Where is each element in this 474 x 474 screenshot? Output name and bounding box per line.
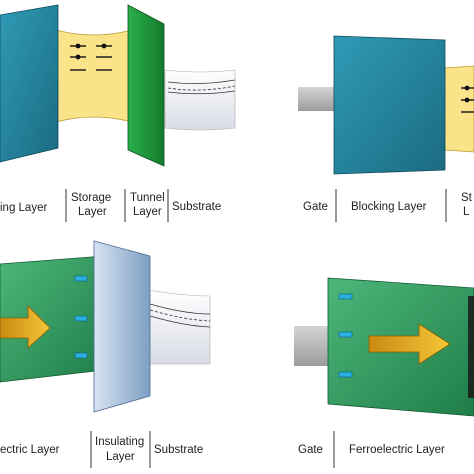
label-insulating-layer-2: Layer xyxy=(106,451,135,463)
panel-bottom-right: Gate Ferroelectric Layer xyxy=(294,277,474,468)
label-ferroelectric-layer: ectric Layer xyxy=(0,444,60,456)
substrate-block xyxy=(147,289,211,365)
label-insulating-layer-1: Insulating xyxy=(95,436,144,448)
storage-layer-block xyxy=(444,65,474,153)
label-substrate: Substrate xyxy=(172,201,221,213)
storage-layer-block xyxy=(55,29,133,123)
panel-top-left: ing Layer Storage Layer Tunnel Layer Sub… xyxy=(0,4,236,222)
label-storage-layer-1: Storage xyxy=(71,192,111,204)
insulating-layer-block xyxy=(93,240,151,413)
trapped-charge-icon xyxy=(461,85,474,113)
gate-block xyxy=(294,326,332,366)
edge-marker xyxy=(468,296,474,398)
panel-bottom-left: ectric Layer Insulating Layer Substrate xyxy=(0,240,211,468)
blocking-layer-block xyxy=(333,35,446,175)
tunnel-layer-block xyxy=(127,4,165,167)
label-blocking-layer: ing Layer xyxy=(0,202,47,214)
label-storage-layer-1: St xyxy=(461,192,473,204)
substrate-block xyxy=(164,69,236,131)
label-ferroelectric-layer: Ferroelectric Layer xyxy=(349,444,445,456)
label-blocking-layer: Blocking Layer xyxy=(351,201,427,213)
gate-block xyxy=(298,87,336,111)
label-gate: Gate xyxy=(303,201,328,213)
label-tunnel-layer-2: Layer xyxy=(133,206,162,218)
label-storage-layer-2: Layer xyxy=(78,206,107,218)
label-tunnel-layer-1: Tunnel xyxy=(130,192,165,204)
label-gate: Gate xyxy=(298,444,323,456)
label-substrate: Substrate xyxy=(154,444,203,456)
polarization-arrow-icon xyxy=(368,323,451,365)
panel-top-right: Gate Blocking Layer St L xyxy=(298,35,474,222)
dipole-marker-icon xyxy=(338,293,353,378)
label-storage-layer-2: L xyxy=(463,206,470,218)
blocking-layer-block xyxy=(0,4,59,163)
dipole-marker-icon xyxy=(74,275,88,359)
trapped-charge-icon xyxy=(70,43,112,71)
polarization-arrow-icon xyxy=(0,305,51,349)
